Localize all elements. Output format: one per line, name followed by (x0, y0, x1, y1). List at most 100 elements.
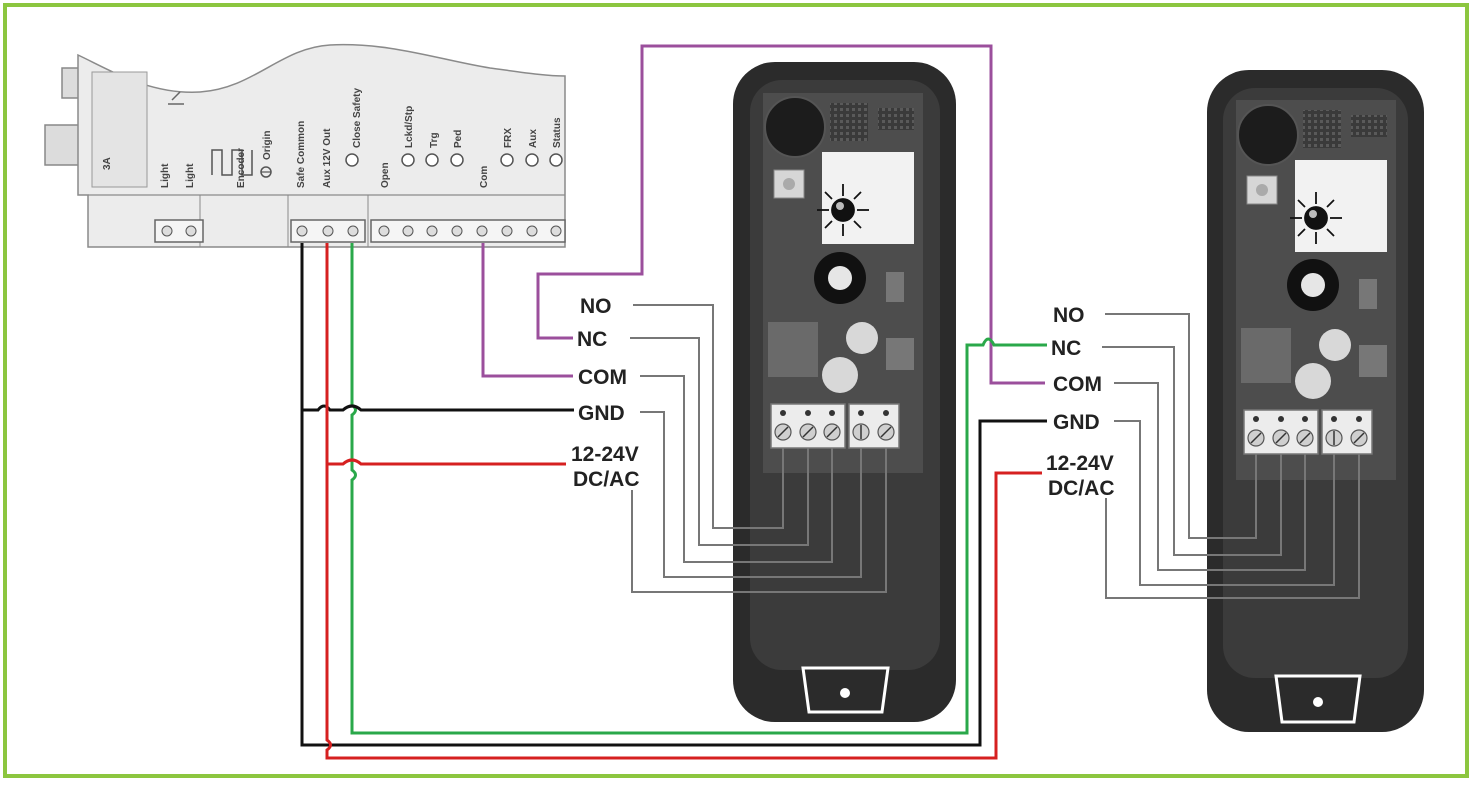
sensor-1-led-icon (817, 184, 869, 236)
wire-red-power (327, 458, 566, 466)
label-no: NO (580, 295, 612, 318)
label-gnd: GND (1053, 411, 1100, 434)
label-dc-ac: DC/AC (573, 468, 640, 491)
leader-no (633, 304, 784, 529)
sensor-2-terminal-labels: NO NC COM GND 12-24V DC/AC (1046, 304, 1115, 500)
controller-board: 3A Light Light Encoder Origin Safe Commo… (44, 43, 566, 248)
encoder-symbol (211, 149, 253, 176)
controller-label: Close Safety (352, 88, 363, 148)
label-gnd: GND (578, 402, 625, 425)
leader-power (1105, 454, 1360, 599)
leader-gnd (640, 411, 862, 578)
controller-label: Lckd/Stp (404, 106, 415, 148)
label-no: NO (1053, 304, 1085, 327)
sensor-1 (733, 62, 956, 722)
sensor-2-chip (1303, 110, 1341, 148)
controller-connector-bottom (44, 124, 84, 166)
wire-black-gnd (302, 404, 574, 412)
controller-label: FRX (503, 128, 514, 148)
sensor-2-mount-hole (1313, 697, 1323, 707)
sensor-1-capacitor (846, 322, 878, 354)
led (549, 153, 563, 167)
sensor-1-relay (768, 322, 818, 377)
sensor-1-component-2 (886, 338, 914, 370)
sensor-1-chip-2 (878, 108, 914, 130)
wire-red (325, 243, 1042, 760)
leader-nc (1102, 346, 1282, 556)
label-voltage: 12-24V (571, 443, 639, 466)
led (450, 153, 464, 167)
sensor-2-chip-2 (1351, 115, 1387, 137)
wire-purple-com (481, 243, 573, 378)
sensor-1-leader-lines (630, 304, 887, 593)
controller-label: Open (380, 162, 391, 188)
sensor-1-lens-window (822, 152, 914, 244)
switch-symbol (168, 91, 184, 105)
wire-green (350, 243, 1047, 735)
sensor-2-component-2 (1359, 345, 1387, 377)
sensor-2-relay (1241, 328, 1291, 383)
controller-label: Aux (528, 129, 539, 148)
controller-label: Origin (262, 131, 273, 160)
controller-label: Light (185, 163, 196, 188)
leader-nc (630, 337, 809, 546)
leader-power (631, 448, 887, 593)
sensor-2-lens-window (1295, 160, 1387, 252)
sensor-2-led-icon (1290, 192, 1342, 244)
label-com: COM (1053, 373, 1102, 396)
sensor-1-chip (830, 103, 868, 141)
controller-terminal-block-light (154, 219, 204, 243)
sensor-2-button-dot (1256, 184, 1268, 196)
status-leds (345, 153, 563, 167)
leader-com (1114, 382, 1306, 571)
label-com: COM (578, 366, 627, 389)
leader-com (640, 375, 833, 563)
sensor-2-terminal-block (1243, 409, 1373, 455)
controller-terminal-block-inputs (370, 219, 566, 243)
wire-purple-nc (536, 44, 1045, 385)
sensor-1-terminal-labels: NO NC COM GND 12-24V DC/AC (571, 295, 640, 491)
controller-labels: 3A Light Light Encoder Origin Safe Commo… (102, 88, 563, 188)
sensor-2 (1207, 70, 1424, 732)
led (500, 153, 514, 167)
controller-terminal-block-safety (290, 219, 366, 243)
outer-frame (3, 3, 1469, 778)
controller-label: Light (160, 163, 171, 188)
sensor-2-capacitor (1319, 329, 1351, 361)
wire-black (300, 243, 1047, 747)
sensor-1-button-dot (783, 178, 795, 190)
leader-gnd (1114, 420, 1335, 586)
led (401, 153, 415, 167)
led (345, 153, 359, 167)
wires (300, 44, 1047, 760)
sensor-2-leader-lines (1102, 313, 1360, 599)
label-nc: NC (1051, 337, 1081, 360)
sensor-1-buzzer (764, 96, 826, 158)
sensor-2-capacitor-2 (1295, 363, 1331, 399)
sensor-1-component (886, 272, 904, 302)
sensor-1-capacitor-2 (822, 357, 858, 393)
controller-label: Trg (429, 132, 440, 148)
sensor-1-lens-inner (828, 266, 852, 290)
controller-label: Aux 12V Out (322, 128, 333, 188)
label-voltage: 12-24V (1046, 452, 1114, 475)
controller-label: Ped (453, 130, 464, 148)
led (525, 153, 539, 167)
leader-no (1105, 313, 1257, 539)
sensor-2-lens-inner (1301, 273, 1325, 297)
controller-left-module (91, 71, 148, 188)
sensor-2-component (1359, 279, 1377, 309)
label-dc-ac: DC/AC (1048, 477, 1115, 500)
controller-label: Encoder (236, 148, 247, 188)
controller-label: 3A (102, 157, 113, 170)
controller-label: Status (552, 117, 563, 148)
sensor-1-terminal-block (770, 403, 900, 449)
sensor-1-mount-hole (840, 688, 850, 698)
label-nc: NC (577, 328, 607, 351)
controller-label: Safe Common (296, 121, 307, 188)
sensor-2-buzzer (1237, 104, 1299, 166)
led (425, 153, 439, 167)
controller-label: Com (479, 166, 490, 188)
